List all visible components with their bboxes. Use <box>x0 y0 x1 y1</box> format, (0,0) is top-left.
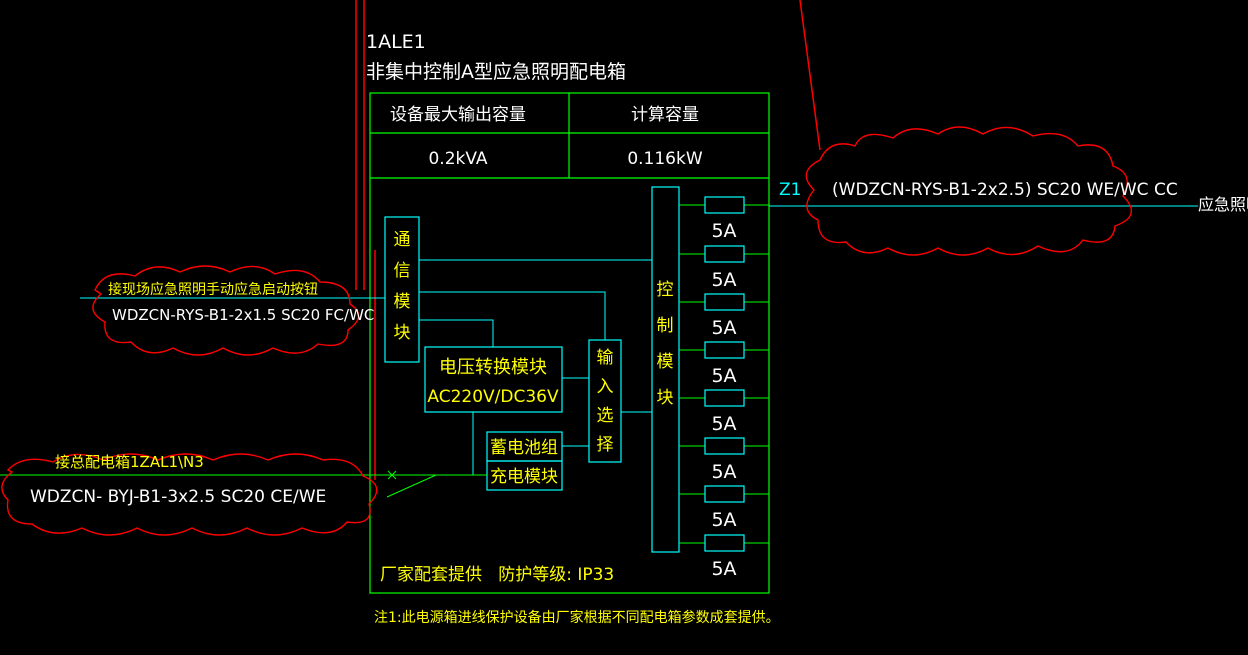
breaker-rating: 5A <box>711 220 736 242</box>
panel-footer: 厂家配套提供 防护等级: IP33 <box>380 565 614 585</box>
breaker-box <box>704 534 745 552</box>
battery-module: 蓄电池组 <box>486 431 563 462</box>
breaker-rating: 5A <box>711 269 736 291</box>
breaker-rating: 5A <box>711 317 736 339</box>
breaker-rating: 5A <box>711 558 736 580</box>
outgoing-cable-spec: (WDZCN-RYS-B1-2x2.5) SC20 WE/WC CC <box>832 180 1178 200</box>
panel-name: 非集中控制A型应急照明配电箱 <box>366 61 626 83</box>
table-header-max-output: 设备最大输出容量 <box>390 105 526 125</box>
power-module: 电压转换模块 AC220V/DC36V <box>424 346 563 413</box>
comm-module: 通信模块 <box>384 216 420 363</box>
outgoing-load: 应急照明 <box>1198 195 1248 214</box>
breaker-rating: 5A <box>711 509 736 531</box>
breaker-box <box>704 293 745 311</box>
charge-module: 充电模块 <box>486 460 563 491</box>
breaker-rating: 5A <box>711 365 736 387</box>
breaker-rating: 5A <box>711 461 736 483</box>
revision-cloud-main-feed <box>1 453 378 536</box>
table-value-max-output: 0.2kVA <box>428 149 487 169</box>
comm-module-label: 通信模块 <box>394 230 411 343</box>
manual-start-cable: WDZCN-RYS-B1-2x1.5 SC20 FC/WC <box>112 306 374 324</box>
charge-label: 充电模块 <box>490 467 558 487</box>
incoming-red-wires <box>355 0 821 480</box>
input-select-module: 输入选择 <box>588 339 622 463</box>
revision-cloud-outgoing <box>805 126 1132 256</box>
panel-enclosure <box>369 92 770 594</box>
main-feed-title: 接总配电箱1ZAL1\N3 <box>55 453 204 471</box>
power-module-spec: AC220V/DC36V <box>427 387 559 407</box>
breaker-box <box>704 245 745 263</box>
revision-cloud-manual-start <box>92 265 360 356</box>
table-value-calc: 0.116kW <box>627 149 703 169</box>
control-module: 控制模块 <box>651 186 680 553</box>
circuit-id-z1: Z1 <box>779 180 801 200</box>
main-feed-cable: WDZCN- BYJ-B1-3x2.5 SC20 CE/WE <box>30 487 326 507</box>
table-header-calc: 计算容量 <box>631 105 699 125</box>
control-module-label: 控制模块 <box>657 280 674 408</box>
breaker-box <box>704 341 745 359</box>
breaker-box <box>704 437 745 455</box>
breaker-rating: 5A <box>711 413 736 435</box>
panel-id: 1ALE1 <box>366 31 426 53</box>
breaker-group: 5A 5A 5A 5A 5A 5A 5A 5A <box>679 196 769 580</box>
battery-label: 蓄电池组 <box>490 438 558 458</box>
input-select-label: 输入选择 <box>597 348 614 455</box>
feed-cross-mark <box>387 470 397 480</box>
power-module-label: 电压转换模块 <box>439 357 547 378</box>
panel-note: 注1:此电源箱进线保护设备由厂家根据不同配电箱参数成套提供。 <box>374 609 780 626</box>
feed-wiring <box>375 474 487 498</box>
manual-start-title: 接现场应急照明手动应急启动按钮 <box>108 281 318 298</box>
breaker-box <box>704 389 745 407</box>
breaker-box <box>704 485 745 503</box>
breaker-box <box>704 196 745 214</box>
